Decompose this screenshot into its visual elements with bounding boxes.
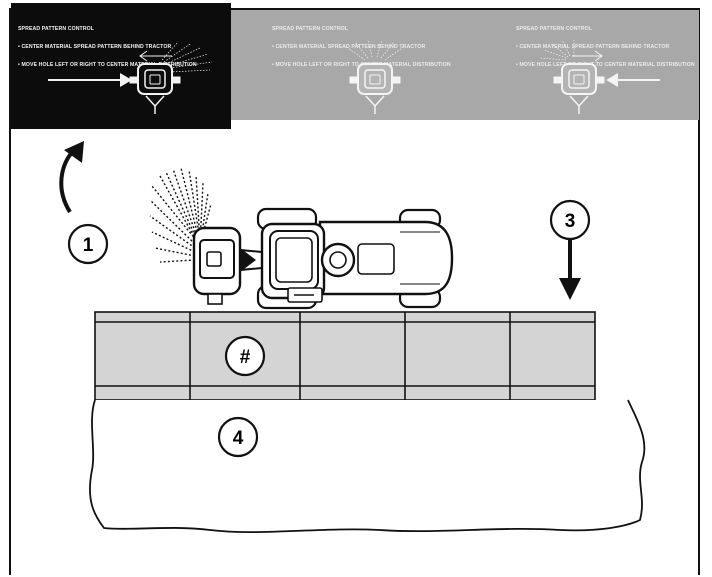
callout-1 <box>67 223 109 265</box>
callout-4 <box>217 416 259 458</box>
panel-2-line-1: • CENTER MATERIAL SPREAD PATTERN BEHIND … <box>272 44 426 50</box>
callout-hash-label: # <box>240 347 251 368</box>
callout-4-label: 4 <box>233 428 244 449</box>
callout-hash <box>224 335 266 377</box>
panel-2-text: SPREAD PATTERN CONTROL • CENTER MATERIAL… <box>272 14 451 80</box>
panel-1-spreader-icon <box>48 41 213 114</box>
ground-area-outline <box>89 399 646 533</box>
panel-3-text: SPREAD PATTERN CONTROL • CENTER MATERIAL… <box>516 14 695 80</box>
panel-2-title: SPREAD PATTERN CONTROL <box>272 26 349 32</box>
tractor-with-spreader <box>192 207 454 310</box>
callout-3 <box>549 199 591 241</box>
pavement-strip <box>94 311 596 401</box>
panel-1-line-1: • CENTER MATERIAL SPREAD PATTERN BEHIND … <box>18 44 172 50</box>
panel-3-title: SPREAD PATTERN CONTROL <box>516 26 593 32</box>
callout-1-label: 1 <box>83 235 94 256</box>
callout-3-label: 3 <box>565 211 576 232</box>
panel-3-spreader-icon <box>539 39 660 114</box>
panel-1-title: SPREAD PATTERN CONTROL <box>18 26 95 32</box>
panel-3-line-1: • CENTER MATERIAL SPREAD PATTERN BEHIND … <box>516 44 670 50</box>
active-panel-background <box>11 3 231 129</box>
panel-2-spreader-icon <box>344 39 406 114</box>
figure-border <box>9 8 700 575</box>
callout-3-arrow <box>559 240 581 300</box>
callout-1-arrow <box>59 141 84 214</box>
